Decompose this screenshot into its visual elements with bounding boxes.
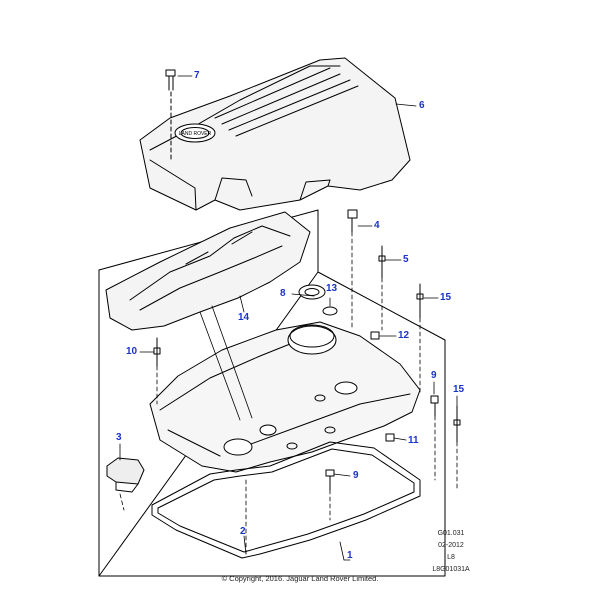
bolt-12 bbox=[370, 331, 380, 340]
callout-12: 12 bbox=[398, 330, 410, 341]
callout-15-upper: 15 bbox=[440, 292, 452, 303]
ref-level: L8 bbox=[447, 554, 455, 561]
engine-cover bbox=[139, 57, 411, 211]
callout-7: 7 bbox=[194, 70, 200, 81]
callout-9-lower: 9 bbox=[353, 470, 359, 481]
bolt-9-lower bbox=[325, 469, 335, 491]
callout-13: 13 bbox=[326, 283, 338, 294]
oil-filler-cap bbox=[106, 457, 145, 493]
callout-3: 3 bbox=[116, 432, 122, 443]
callout-9-right: 9 bbox=[431, 370, 437, 381]
ref-code: G01.031 bbox=[437, 530, 465, 537]
bolt-7 bbox=[165, 69, 176, 161]
bolt-11 bbox=[385, 433, 395, 442]
camshaft-cover bbox=[149, 321, 421, 473]
badge-text: LAND ROVER bbox=[179, 131, 212, 137]
callout-1: 1 bbox=[347, 550, 353, 561]
callout-6: 6 bbox=[419, 100, 425, 111]
copyright: © Copyright, 2016. Jaguar Land Rover Lim… bbox=[221, 574, 379, 583]
callout-14: 14 bbox=[238, 312, 250, 323]
callout-5: 5 bbox=[403, 254, 409, 265]
callout-8: 8 bbox=[280, 288, 286, 299]
gasket bbox=[151, 441, 421, 559]
callout-4: 4 bbox=[374, 220, 380, 231]
bolt-10 bbox=[153, 337, 161, 367]
bolt-4 bbox=[347, 209, 358, 233]
ref-date: 02-2012 bbox=[438, 542, 464, 549]
seal-13 bbox=[322, 306, 338, 316]
land-rover-badge bbox=[174, 123, 216, 143]
oil-filler-neck bbox=[223, 438, 253, 456]
air-duct bbox=[105, 211, 311, 331]
callout-11: 11 bbox=[408, 435, 419, 446]
frame-outline bbox=[98, 209, 446, 577]
leader-lines bbox=[119, 75, 458, 561]
bolt-15-upper bbox=[416, 283, 424, 319]
callout-15-lower: 15 bbox=[453, 384, 465, 395]
callout-10: 10 bbox=[126, 346, 138, 357]
bolt-9-right bbox=[430, 395, 439, 417]
bolt-5 bbox=[378, 245, 386, 279]
callout-2: 2 bbox=[240, 526, 246, 537]
ref-id: L8G01031A bbox=[432, 566, 470, 573]
seal-8 bbox=[298, 284, 326, 300]
assembly-guides bbox=[119, 231, 458, 557]
